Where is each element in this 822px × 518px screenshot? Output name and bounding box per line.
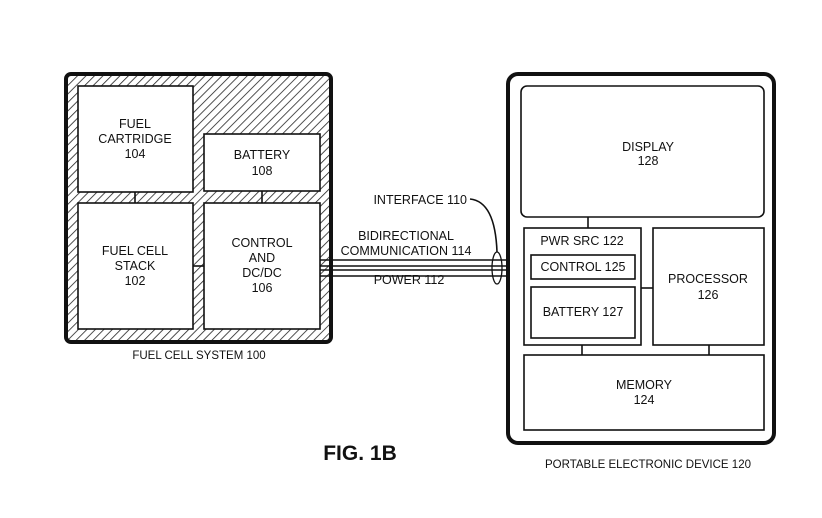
battery-108-block: BATTERY 108: [203, 133, 321, 192]
processor-label-2: 126: [698, 288, 719, 302]
display-label-1: DISPLAY: [622, 140, 675, 154]
comm-label-2: COMMUNICATION 114: [341, 244, 472, 258]
fuel-cell-stack-block: FUEL CELL STACK 102: [77, 202, 194, 330]
display-label-2: 128: [638, 154, 659, 168]
figure-label: FIG. 1B: [323, 442, 397, 465]
comm-label-1: BIDIRECTIONAL: [358, 229, 454, 243]
fuel-cell-stack-label-1: FUEL CELL: [102, 244, 168, 258]
control-125-block: CONTROL 125: [530, 254, 636, 280]
interface-leader-line: [469, 198, 498, 253]
control-dcdc-label-3: DC/DC: [242, 266, 282, 280]
fuel-cell-stack-label-3: 102: [125, 274, 146, 288]
display-block: DISPLAY 128: [520, 85, 765, 218]
fuel-cartridge-block: FUEL CARTRIDGE 104: [77, 85, 194, 193]
memory-label-1: MEMORY: [616, 378, 673, 392]
fuel-cell-system-caption: FUEL CELL SYSTEM 100: [132, 350, 265, 362]
fuel-cartridge-label-1: FUEL: [119, 117, 151, 131]
processor-block: PROCESSOR 126: [652, 227, 765, 346]
battery-108-label-1: BATTERY: [234, 148, 291, 162]
fuel-cell-stack-label-2: STACK: [115, 259, 156, 273]
fuel-cell-system: FUEL CARTRIDGE 104 BATTERY 108 FUEL CELL…: [64, 72, 333, 362]
device-caption: PORTABLE ELECTRONIC DEVICE 120: [545, 459, 751, 471]
interface: INTERFACE 110 BIDIRECTIONAL COMMUNICATIO…: [320, 193, 531, 287]
interface-bundle-ellipse: [491, 251, 503, 285]
battery-127-block: BATTERY 127: [530, 286, 636, 339]
processor-label-1: PROCESSOR: [668, 272, 748, 286]
control-dcdc-label-2: AND: [249, 251, 275, 265]
control-dcdc-label-4: 106: [252, 281, 273, 295]
portable-electronic-device: DISPLAY 128 PWR SRC 122 CONTROL 125 BATT…: [506, 72, 776, 471]
battery-127-label: BATTERY 127: [543, 305, 624, 319]
control-dcdc-block: CONTROL AND DC/DC 106: [203, 202, 321, 330]
fuel-cartridge-label-3: 104: [125, 147, 146, 161]
control-125-label: CONTROL 125: [541, 260, 626, 274]
interface-label: INTERFACE 110: [373, 193, 467, 207]
control-dcdc-label-1: CONTROL: [231, 236, 292, 250]
power-label: POWER 112: [374, 273, 445, 287]
memory-label-2: 124: [634, 393, 655, 407]
fuel-cartridge-label-2: CARTRIDGE: [98, 132, 171, 146]
pwr-src-label: PWR SRC 122: [540, 234, 623, 248]
battery-108-label-2: 108: [252, 164, 273, 178]
memory-block: MEMORY 124: [523, 354, 765, 431]
